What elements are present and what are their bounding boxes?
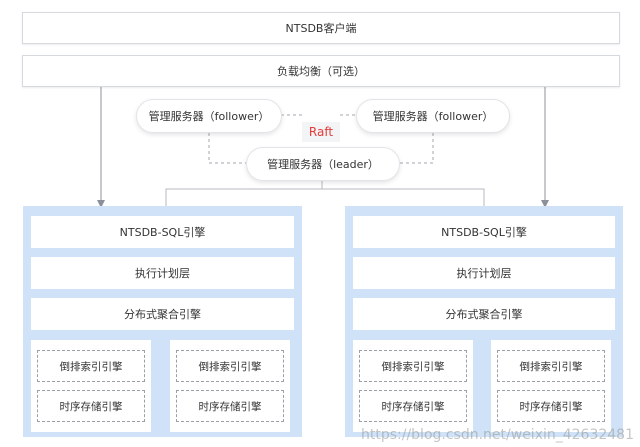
sql-engine-bar: NTSDB-SQL引擎	[353, 216, 615, 248]
follower-server-left: 管理服务器（follower）	[136, 99, 282, 133]
shard-box: 倒排索引引擎 时序存储引擎	[170, 340, 290, 432]
aggregation-engine-label: 分布式聚合引擎	[124, 308, 201, 321]
load-balancer-bar: 负载均衡（可选）	[22, 55, 620, 87]
storage-engine-label: 时序存储引擎	[59, 400, 123, 413]
storage-engine-label: 时序存储引擎	[381, 400, 445, 413]
client-label: NTSDB客户端	[285, 22, 357, 35]
shard-box: 倒排索引引擎 时序存储引擎	[491, 340, 611, 432]
inverted-index-engine: 倒排索引引擎	[37, 350, 145, 382]
leader-server: 管理服务器（leader）	[246, 147, 400, 181]
index-engine-label: 倒排索引引擎	[381, 360, 445, 373]
raft-label: Raft	[302, 122, 340, 142]
time-series-storage-engine: 时序存储引擎	[497, 390, 605, 422]
storage-node-right: NTSDB-SQL引擎 执行计划层 分布式聚合引擎 倒排索引引擎 时序存储引擎 …	[345, 206, 623, 437]
sql-engine-label: NTSDB-SQL引擎	[119, 226, 206, 239]
inverted-index-engine: 倒排索引引擎	[359, 350, 467, 382]
time-series-storage-engine: 时序存储引擎	[37, 390, 145, 422]
leader-label: 管理服务器（leader）	[267, 158, 379, 171]
time-series-storage-engine: 时序存储引擎	[359, 390, 467, 422]
raft-text: Raft	[308, 125, 334, 139]
sql-engine-label: NTSDB-SQL引擎	[441, 226, 527, 239]
execution-plan-bar: 执行计划层	[31, 257, 294, 289]
follower-left-label: 管理服务器（follower）	[148, 110, 270, 123]
follower-server-right: 管理服务器（follower）	[356, 99, 510, 133]
raft-link-right	[399, 133, 434, 164]
shard-box: 倒排索引引擎 时序存储引擎	[353, 340, 473, 432]
storage-node-left: NTSDB-SQL引擎 执行计划层 分布式聚合引擎 倒排索引引擎 时序存储引擎 …	[23, 206, 302, 437]
execution-plan-bar: 执行计划层	[353, 257, 615, 289]
storage-engine-label: 时序存储引擎	[519, 400, 583, 413]
execution-plan-label: 执行计划层	[135, 267, 190, 280]
shard-box: 倒排索引引擎 时序存储引擎	[31, 340, 151, 432]
sql-engine-bar: NTSDB-SQL引擎	[31, 216, 294, 248]
index-engine-label: 倒排索引引擎	[519, 360, 583, 373]
time-series-storage-engine: 时序存储引擎	[176, 390, 284, 422]
follower-right-label: 管理服务器（follower）	[372, 110, 494, 123]
inverted-index-engine: 倒排索引引擎	[176, 350, 284, 382]
inverted-index-engine: 倒排索引引擎	[497, 350, 605, 382]
index-engine-label: 倒排索引引擎	[59, 360, 123, 373]
aggregation-engine-bar: 分布式聚合引擎	[31, 298, 294, 330]
client-bar: NTSDB客户端	[22, 12, 620, 44]
watermark: https://blog.csdn.net/weixin_42632481	[360, 427, 634, 443]
raft-link-left	[208, 133, 246, 164]
index-engine-label: 倒排索引引擎	[198, 360, 262, 373]
load-balancer-label: 负载均衡（可选）	[277, 65, 365, 78]
aggregation-engine-label: 分布式聚合引擎	[445, 308, 523, 321]
execution-plan-label: 执行计划层	[456, 267, 512, 280]
aggregation-engine-bar: 分布式聚合引擎	[353, 298, 615, 330]
leader-link	[165, 188, 485, 206]
storage-engine-label: 时序存储引擎	[198, 400, 262, 413]
